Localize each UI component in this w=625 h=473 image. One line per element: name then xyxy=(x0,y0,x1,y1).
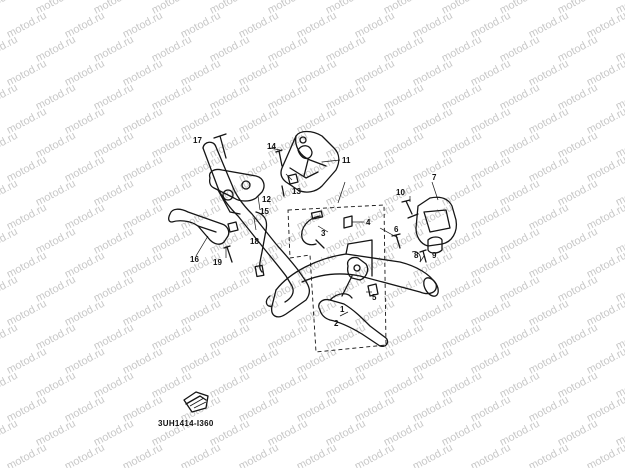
fasteners xyxy=(213,133,427,297)
callout-9: 9 xyxy=(432,251,437,260)
watermark-text: motod.ru xyxy=(295,442,339,468)
watermark-text: motod.ru xyxy=(0,178,20,209)
clutch-switch-wire xyxy=(301,210,325,249)
callout-10: 10 xyxy=(396,188,405,197)
clutch-lever-holder xyxy=(341,256,369,297)
watermark-text: motod.ru xyxy=(353,442,397,468)
callout-2: 2 xyxy=(334,319,339,328)
diagram-id-tag-icon xyxy=(183,391,209,413)
callout-15: 15 xyxy=(260,207,269,216)
brake-switch-wire xyxy=(254,211,268,278)
handlebar xyxy=(202,141,439,318)
callout-19: 19 xyxy=(213,258,222,267)
callout-labels: 1 2 3 4 5 6 7 8 9 10 11 12 13 14 15 16 1… xyxy=(190,136,437,328)
callout-4: 4 xyxy=(366,218,371,227)
callout-13: 13 xyxy=(292,187,301,196)
watermark-text: motod.ru xyxy=(121,442,165,468)
watermark-text: motod.ru xyxy=(0,130,20,161)
callout-8: 8 xyxy=(414,251,419,260)
assembly-group-box xyxy=(287,204,387,353)
watermark-text: motod.ru xyxy=(0,418,20,449)
callout-5: 5 xyxy=(372,293,377,302)
watermark-text: motod.ru xyxy=(614,0,625,17)
watermark-text: motod.ru xyxy=(0,226,20,257)
callout-17: 17 xyxy=(193,136,202,145)
watermark-text: motod.ru xyxy=(411,442,455,468)
front-brake-lever xyxy=(168,208,230,245)
watermark-text: motod.ru xyxy=(179,442,223,468)
callout-16: 16 xyxy=(190,255,199,264)
watermark-text: motod.ru xyxy=(0,370,20,401)
diagram-code: 3UH1414-I360 xyxy=(158,419,214,428)
right-switch-housing xyxy=(407,196,458,254)
watermark-text: motod.ru xyxy=(527,442,571,468)
left-switch-housing xyxy=(280,130,340,193)
watermark-text: motod.ru xyxy=(0,274,20,305)
callout-11: 11 xyxy=(342,156,351,165)
watermark-text: motod.ru xyxy=(237,442,281,468)
watermark-text: motod.ru xyxy=(469,442,513,468)
callout-3: 3 xyxy=(321,229,326,238)
callout-12: 12 xyxy=(262,195,271,204)
master-cylinder xyxy=(208,168,265,215)
watermark-text: motod.ru xyxy=(0,322,20,353)
watermark-text: motod.ru xyxy=(63,442,107,468)
callout-14: 14 xyxy=(267,142,276,151)
watermark-text: motod.ru xyxy=(0,82,20,113)
watermark-text: motod.ru xyxy=(0,34,20,65)
callout-6: 6 xyxy=(394,225,399,234)
watermark-text: motod.ru xyxy=(0,0,20,17)
watermark-text: motod.ru xyxy=(585,442,625,468)
leader-lines xyxy=(195,147,439,317)
callout-7: 7 xyxy=(432,173,437,182)
leader-1 xyxy=(337,181,346,204)
callout-1: 1 xyxy=(340,305,345,314)
watermark-text: motod.ru xyxy=(5,442,49,468)
callout-18: 18 xyxy=(250,237,259,246)
